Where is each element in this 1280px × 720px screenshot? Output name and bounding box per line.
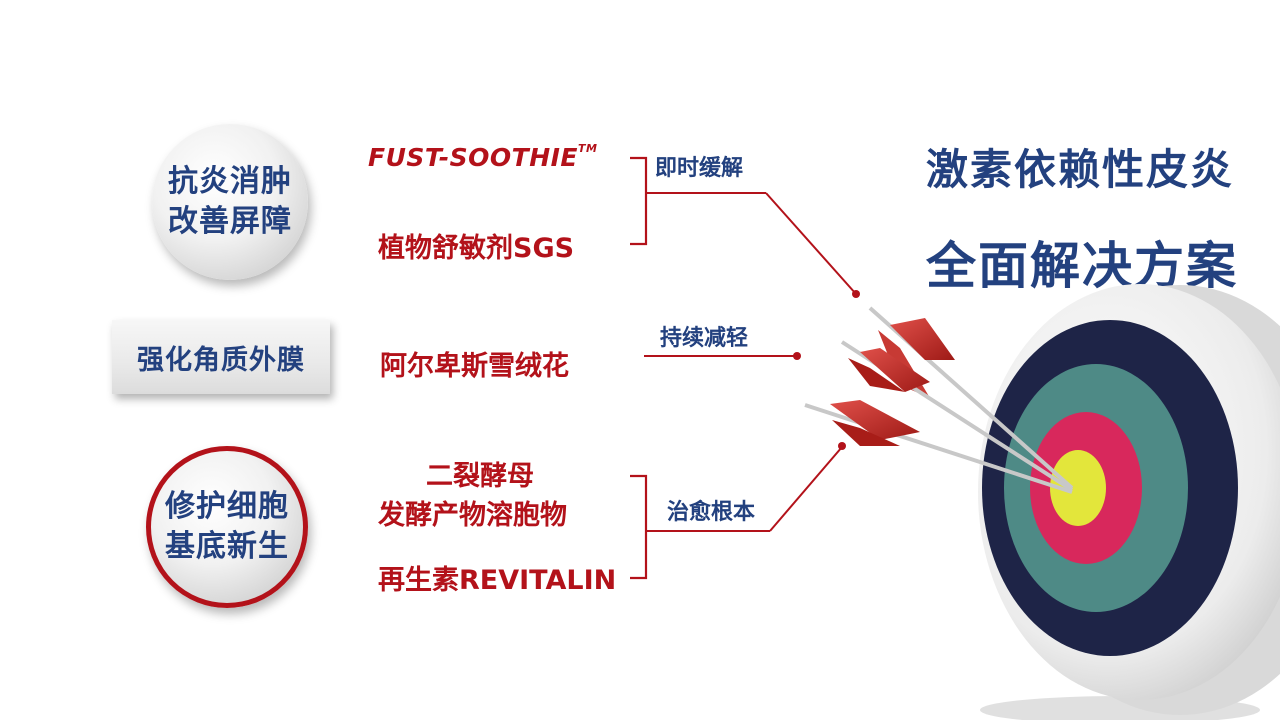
connector-3-dot [838,442,846,450]
ingredient-fust-soothie: FUST-SOOTHIETM [368,142,597,172]
badge-box-keratin: 强化角质外膜 [112,320,330,394]
ingredient-bifida-line-2: 发酵产物溶胞物 [378,500,567,531]
circle-3-line-1: 修护细胞 [165,489,289,524]
bracket-3 [630,474,648,580]
headline-line-1: 激素依赖性皮炎 [926,145,1235,194]
ingredient-revitalin: 再生素REVITALIN [378,565,617,596]
trademark-mark: TM [578,142,598,155]
effect-instant-relief: 即时缓解 [655,156,744,181]
fust-soothie-text: FUST-SOOTHIE [368,143,579,172]
arrow-2 [840,340,1074,492]
bracket-1 [630,156,648,246]
circle-1-line-1: 抗炎消肿 [168,164,292,199]
ingredient-edelweiss: 阿尔卑斯雪绒花 [380,351,569,382]
target-bullseye [1050,450,1106,526]
circle-3-line-2: 基底新生 [165,529,289,564]
effect-cure-root: 治愈根本 [667,500,756,525]
connector-1-dot [852,290,860,298]
arrow-3 [804,400,1073,494]
target-icon [978,284,1280,720]
ingredient-sgs: 植物舒敏剂SGS [378,233,575,264]
badge-circle-cell-repair: 修护细胞 基底新生 [146,446,308,608]
connector-1-diag [765,192,857,295]
effect-continuous-reduce: 持续减轻 [660,326,749,351]
connector-3-diag [769,446,843,532]
circle-1-line-2: 改善屏障 [168,204,292,239]
box-2-label: 强化角质外膜 [137,344,305,376]
badge-circle-anti-inflammation: 抗炎消肿 改善屏障 [152,124,308,280]
ingredient-bifida-line-1: 二裂酵母 [426,461,534,492]
connector-2-dot [793,352,801,360]
